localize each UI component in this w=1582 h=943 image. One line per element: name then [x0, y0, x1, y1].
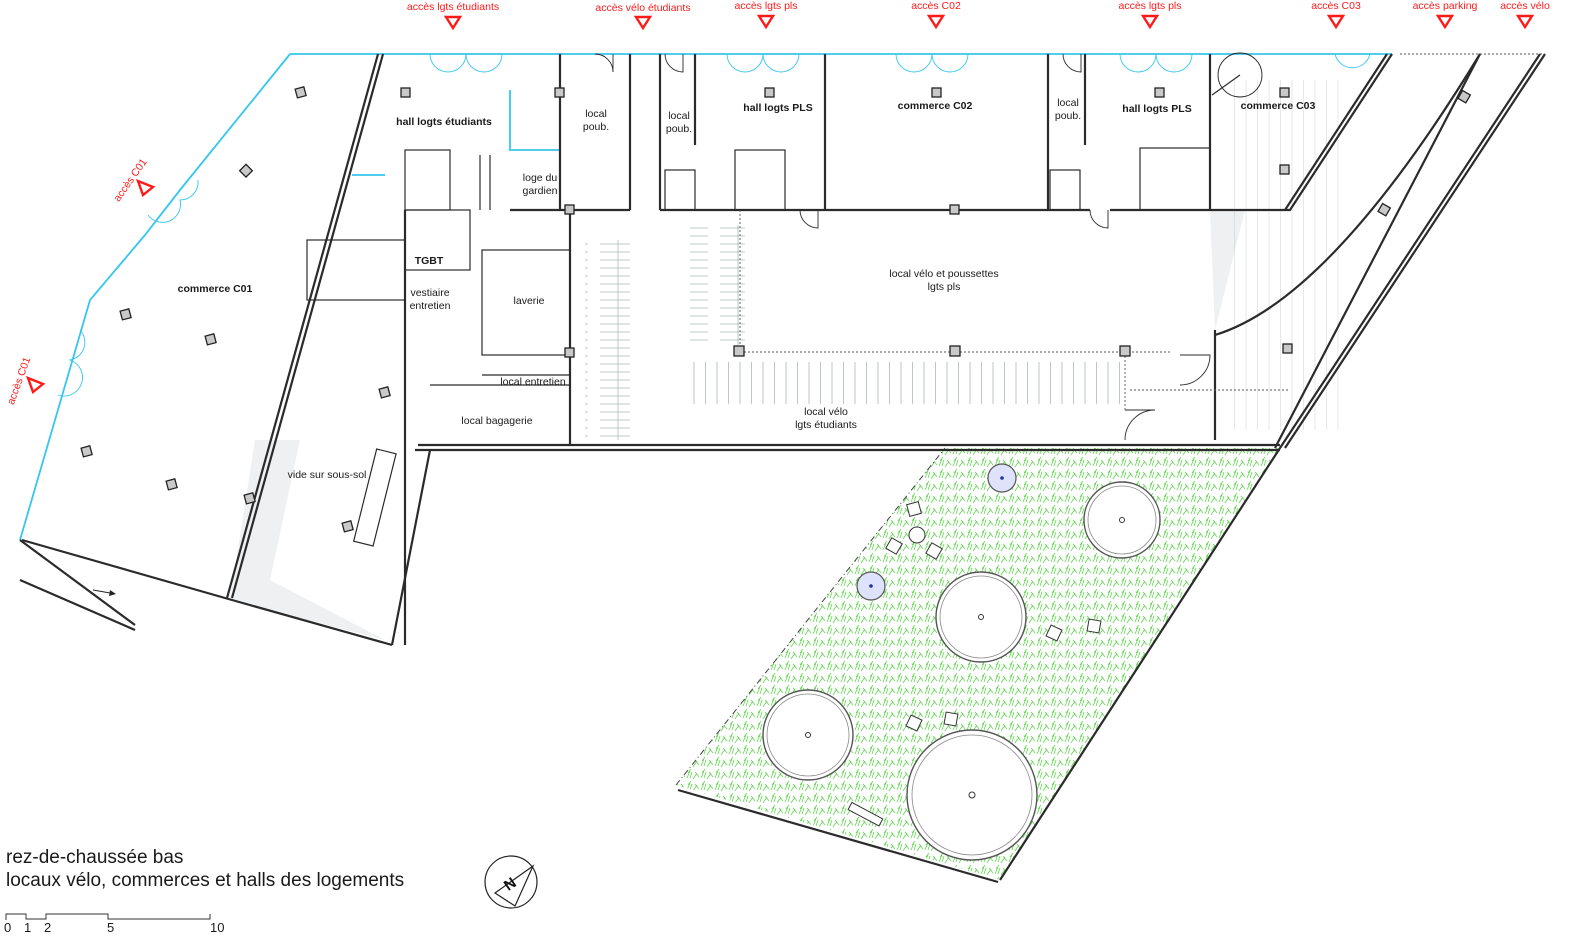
- bike-rack: [693, 362, 1123, 404]
- svg-text:gardien: gardien: [522, 185, 557, 197]
- arrow-head-icon: [109, 590, 116, 596]
- scale-tick-label: 2: [44, 920, 52, 935]
- shrub-icon: [987, 463, 1017, 493]
- access-marker-c03: accès C03: [1311, 0, 1361, 30]
- svg-text:accès lgts pls: accès lgts pls: [1118, 0, 1181, 12]
- svg-text:accès vélo: accès vélo: [1500, 0, 1550, 12]
- room-hall-etudiants: hall logts étudiants: [396, 116, 492, 128]
- room-loge-gardien: loge du: [523, 172, 558, 184]
- room-commerce-c02: commerce C02: [898, 100, 973, 112]
- room-vestiaire-entretien: vestiaire: [410, 287, 449, 299]
- drawing-title-level: rez-de-chaussée bas: [6, 847, 184, 868]
- seat-icon: [847, 501, 1102, 827]
- svg-text:entretien: entretien: [410, 300, 451, 312]
- scale-labels: 0 1 2 5 10: [4, 912, 234, 940]
- room-local-poub-3: local: [1057, 97, 1079, 109]
- svg-text:poub.: poub.: [583, 121, 609, 133]
- drawing-title-subtitle: locaux vélo, commerces et halls des loge…: [6, 870, 405, 891]
- shade: [230, 440, 385, 640]
- room-velo-etudiants: local vélo: [804, 406, 848, 418]
- tree-icon: [1083, 481, 1161, 559]
- room-local-poub-1: local: [585, 108, 607, 120]
- room-local-entretien: local entretien: [500, 376, 566, 388]
- svg-text:accès vélo étudiants: accès vélo étudiants: [595, 2, 690, 14]
- tree-icon: [906, 729, 1038, 861]
- access-marker-lgts-etudiants: accès lgts étudiants: [407, 1, 499, 31]
- svg-text:accès parking: accès parking: [1413, 0, 1478, 12]
- structural-columns: [80, 86, 1472, 533]
- access-marker-c02: accès C02: [911, 0, 961, 30]
- room-local-poub-2: local: [668, 110, 690, 122]
- facade-glazing: [19, 53, 1392, 541]
- tree-icon: [762, 689, 854, 781]
- access-marker-lgts-pls-1: accès lgts pls: [734, 0, 798, 30]
- tree-icon: [935, 571, 1027, 663]
- drawing-title: rez-de-chaussée bas locaux vélo, commerc…: [6, 846, 404, 892]
- access-marker-c01-upper: accès C01: [111, 156, 156, 204]
- garden-wall-east: [999, 447, 1281, 881]
- shrub-icon: [856, 571, 886, 601]
- svg-text:poub.: poub.: [666, 123, 692, 135]
- bike-rack: [690, 225, 745, 345]
- room-commerce-c01: commerce C01: [178, 283, 253, 295]
- room-labels: commerce C01 hall logts étudiants local …: [178, 97, 1316, 481]
- bike-ramp: [1225, 80, 1345, 430]
- svg-text:lgts étudiants: lgts étudiants: [795, 419, 857, 431]
- scale-bar: [5, 913, 211, 920]
- arrow-icon: [92, 589, 111, 594]
- garden: [675, 447, 1281, 884]
- garden-wall-south: [677, 788, 999, 884]
- room-hall-pls-2: hall logts PLS: [1122, 103, 1191, 115]
- svg-text:accès lgts étudiants: accès lgts étudiants: [407, 1, 499, 13]
- scale-tick-label: 10: [210, 920, 225, 935]
- bike-rack: [585, 240, 630, 440]
- access-marker-c01-lower: accès C01: [5, 355, 46, 406]
- room-local-bagagerie: local bagagerie: [461, 415, 532, 427]
- room-commerce-c03: commerce C03: [1241, 100, 1316, 112]
- walls: [19, 52, 1546, 647]
- access-marker-velo: accès vélo: [1500, 0, 1550, 30]
- room-laverie: laverie: [514, 295, 545, 307]
- scale-tick-label: 1: [24, 920, 32, 935]
- access-marker-lgts-pls-2: accès lgts pls: [1118, 0, 1182, 30]
- svg-text:accès C03: accès C03: [1311, 0, 1361, 12]
- access-marker-velo-etudiants: accès vélo étudiants: [595, 2, 691, 31]
- scale-tick-label: 0: [4, 920, 12, 935]
- scale-tick-label: 5: [107, 920, 115, 935]
- svg-text:accès C01: accès C01: [111, 156, 149, 204]
- svg-text:accès lgts pls: accès lgts pls: [734, 0, 797, 12]
- room-vide-sous-sol: vide sur sous-sol: [288, 469, 367, 481]
- room-hall-pls-1: hall logts PLS: [743, 102, 812, 114]
- room-velo-pls: local vélo et poussettes: [889, 268, 998, 280]
- room-tgbt: TGBT: [415, 255, 444, 267]
- svg-text:lgts pls: lgts pls: [928, 281, 961, 293]
- svg-text:poub.: poub.: [1055, 110, 1081, 122]
- access-marker-parking: accès parking: [1413, 0, 1478, 30]
- svg-text:accès C02: accès C02: [911, 0, 961, 12]
- north-arrow-icon: N: [484, 855, 538, 909]
